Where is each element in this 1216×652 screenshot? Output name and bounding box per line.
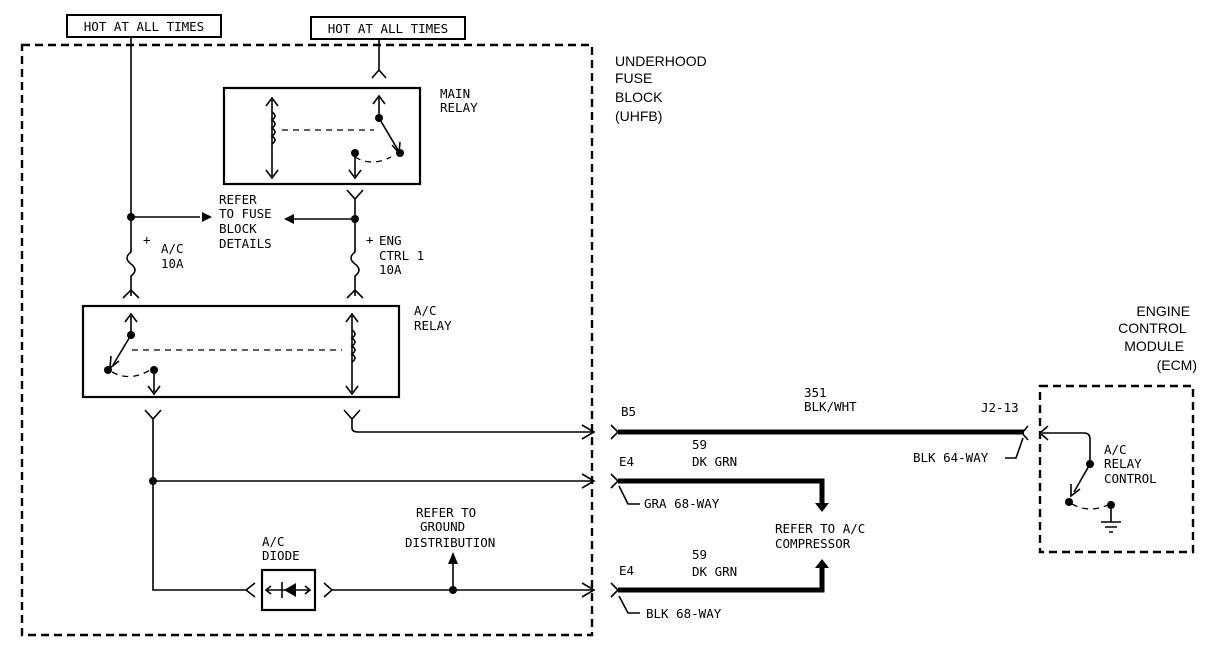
svg-text:HOT AT ALL TIMES: HOT AT ALL TIMES: [84, 19, 204, 34]
ac-relay-internals: [104, 312, 359, 396]
connector-acrelay-left: [144, 409, 246, 591]
uhfb-boundary: [20, 43, 594, 637]
pin-e4-upper: E4: [619, 454, 634, 469]
hot-at-all-times-label-right: HOT AT ALL TIMES: [310, 16, 466, 40]
main-relay-label: MAIN RELAY: [440, 86, 478, 115]
ecm-label: ENGINE CONTROL MODULE (ECM): [1118, 303, 1197, 373]
pin-j2-13: J2-13: [981, 400, 1019, 415]
wire-59-upper-label: 59 DK GRN: [692, 437, 737, 469]
fuse-ac-label: A/C 10A: [161, 241, 191, 271]
ac-relay-label: A/C RELAY: [414, 303, 452, 333]
blk68-leader: [618, 595, 640, 614]
refer-compressor-label: REFER TO A/C COMPRESSOR: [775, 521, 873, 551]
fuse-eng-plus: +: [366, 232, 374, 247]
fuse-eng-label: ENG CTRL 1 10A: [379, 233, 432, 277]
gra68-leader: [618, 485, 640, 505]
wire-351-label: 351 BLK/WHT: [804, 385, 857, 414]
ac-relay-control-label: A/C RELAY CONTROL: [1104, 442, 1157, 486]
fuse-eng-ctrl-10a: [346, 236, 364, 299]
connector-main-top: [371, 56, 387, 79]
refer-ground-label: REFER TO GROUND DISTRIBUTION: [405, 505, 495, 550]
ecm-boundary: [1038, 384, 1195, 554]
blk-68-way: BLK 68-WAY: [646, 606, 722, 621]
wire-59-lower-label: 59 DK GRN: [692, 547, 737, 579]
blk64-leader: [1005, 437, 1024, 459]
hot-at-all-times-label-left: HOT AT ALL TIMES: [66, 14, 222, 38]
fuse-ac-10a: [122, 236, 140, 299]
svg-text:HOT AT ALL TIMES: HOT AT ALL TIMES: [328, 21, 448, 36]
ac-diode-label: A/C DIODE: [262, 534, 300, 563]
wire-59-dk-grn-upper: [618, 478, 825, 505]
connector-main-bottom: [346, 189, 364, 236]
main-relay-box: [222, 86, 422, 186]
connector-acrelay-right: [343, 409, 592, 433]
pin-e4-lower: E4: [619, 563, 634, 578]
blk-64-way: BLK 64-WAY: [913, 450, 989, 465]
wire-59-dk-grn-lower: [618, 566, 825, 593]
uhfb-label: UNDERHOOD FUSE BLOCK (UHFB): [615, 53, 711, 124]
gra-68-way: GRA 68-WAY: [644, 496, 720, 511]
pin-b5: B5: [621, 404, 636, 419]
diode-symbol: [264, 582, 312, 598]
fuse-ac-plus: +: [143, 232, 151, 247]
refer-fuse-label: REFER TO FUSE BLOCK DETAILS: [219, 192, 279, 251]
ecm-relay-control-switch: [1038, 425, 1121, 533]
main-relay-internals: [265, 94, 404, 180]
